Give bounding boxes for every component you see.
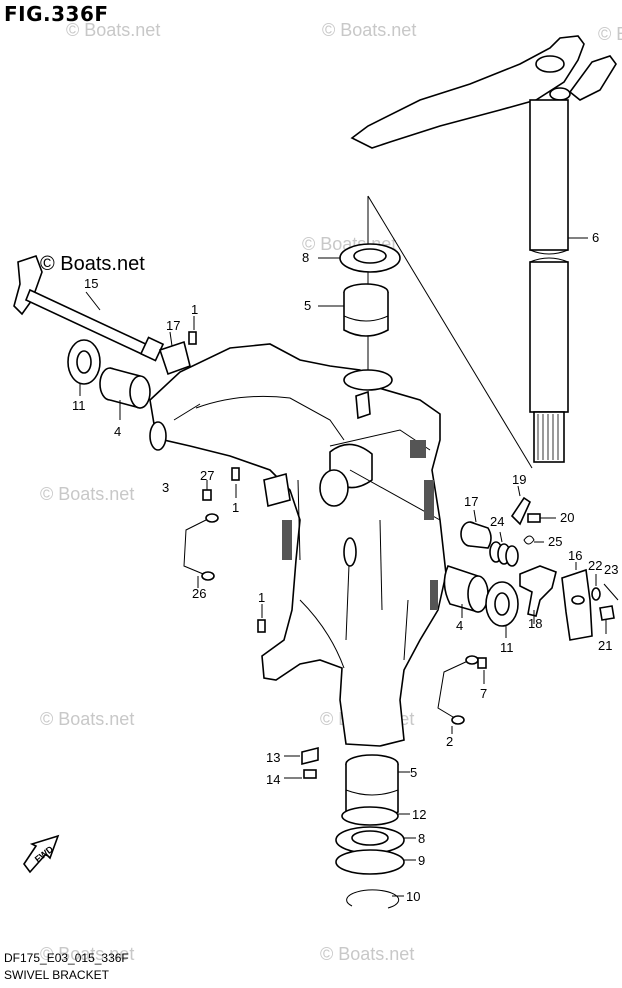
callout: 10 [406,889,420,904]
callout: 25 [548,534,562,549]
bushing-part-4-left [99,367,151,420]
bolt-part-7 [477,657,487,684]
callout: 12 [412,807,426,822]
washer-part-8-bottom [335,826,416,854]
snap-ring-part-10 [346,889,404,909]
callout: 11 [500,640,514,655]
watermark: © Boats.net [66,20,160,40]
spring-part-25 [523,535,544,545]
washer-part-22 [591,574,601,601]
bushing-part-5-bottom [345,754,410,820]
callout: 9 [418,853,425,868]
plate-part-16 [561,562,593,641]
callout: 17 [166,318,180,333]
callout: 7 [480,686,487,701]
watermark: © Boats.net [598,24,622,44]
bushing-part-13 [284,746,319,766]
washer-part-11-left [67,339,101,396]
callout: 20 [560,510,574,525]
diagram-caption: SWIVEL BRACKET [4,968,109,982]
steering-shaft-part-6 [350,35,617,463]
callout: 24 [490,514,504,529]
bushing-part-4-right [443,565,489,618]
callout-labels: 6 8 5 15 1 17 11 4 3 27 1 26 1 19 20 17 … [72,230,618,904]
ground-wire-part-2 [437,655,479,734]
watermark: © Boats.net [322,20,416,40]
callout: 21 [598,638,612,653]
callout: 8 [302,250,309,265]
watermark: © Boats.net [40,253,145,275]
callout: 11 [72,398,86,413]
watermark: © Boats.net [320,944,414,964]
callout: 4 [114,424,121,439]
bushing-part-17-right [460,509,492,549]
callout: 27 [200,468,214,483]
seal-part-9 [335,849,416,875]
callout: 18 [528,616,542,631]
callout: 1 [258,590,265,605]
fwd-arrow-icon: FWD [23,834,60,874]
callout: 1 [191,302,198,317]
grease-nipple-part-1 [188,316,266,633]
washer-part-11-right [485,581,519,638]
watermark: © Boats.net [40,484,134,504]
spring-part-24 [489,531,519,567]
callout: 17 [464,494,478,509]
bushing-part-5-top [318,283,389,337]
callout: 5 [304,298,311,313]
callout: 15 [84,276,98,291]
washer-part-8-top [318,243,401,273]
watermark: © Boats.net [40,944,134,964]
callout: 3 [162,480,169,495]
bolt-part-27 [202,480,212,501]
callout: 1 [232,500,239,515]
grease-fitting-part-17 [158,331,191,376]
figure-title: FIG.336F [4,2,109,26]
tilt-rod-part-15 [13,254,165,362]
callout: 19 [512,472,526,487]
callout: 13 [266,750,280,765]
bolt-part-14 [284,769,317,779]
callout: 8 [418,831,425,846]
model-code: DF175_E03_015_336F [4,951,129,965]
nut-part-21 [599,605,615,634]
callout: 6 [592,230,599,245]
callout: 4 [456,618,463,633]
ground-wire-part-26 [183,513,219,588]
lever-part-19 [510,485,532,526]
callout: 2 [446,734,453,749]
watermark: © Boats.net [40,709,134,729]
lock-lever-part-18 [519,565,557,624]
callout: 5 [410,765,417,780]
nut-part-23 [603,583,619,601]
callout: 14 [266,772,280,787]
bolt-part-20 [527,513,556,523]
callout: 16 [568,548,582,563]
callout: 22 [588,558,602,573]
callout: 23 [604,562,618,577]
swivel-bracket-body [149,343,447,747]
callout: 26 [192,586,206,601]
washer-part-12 [341,806,410,826]
